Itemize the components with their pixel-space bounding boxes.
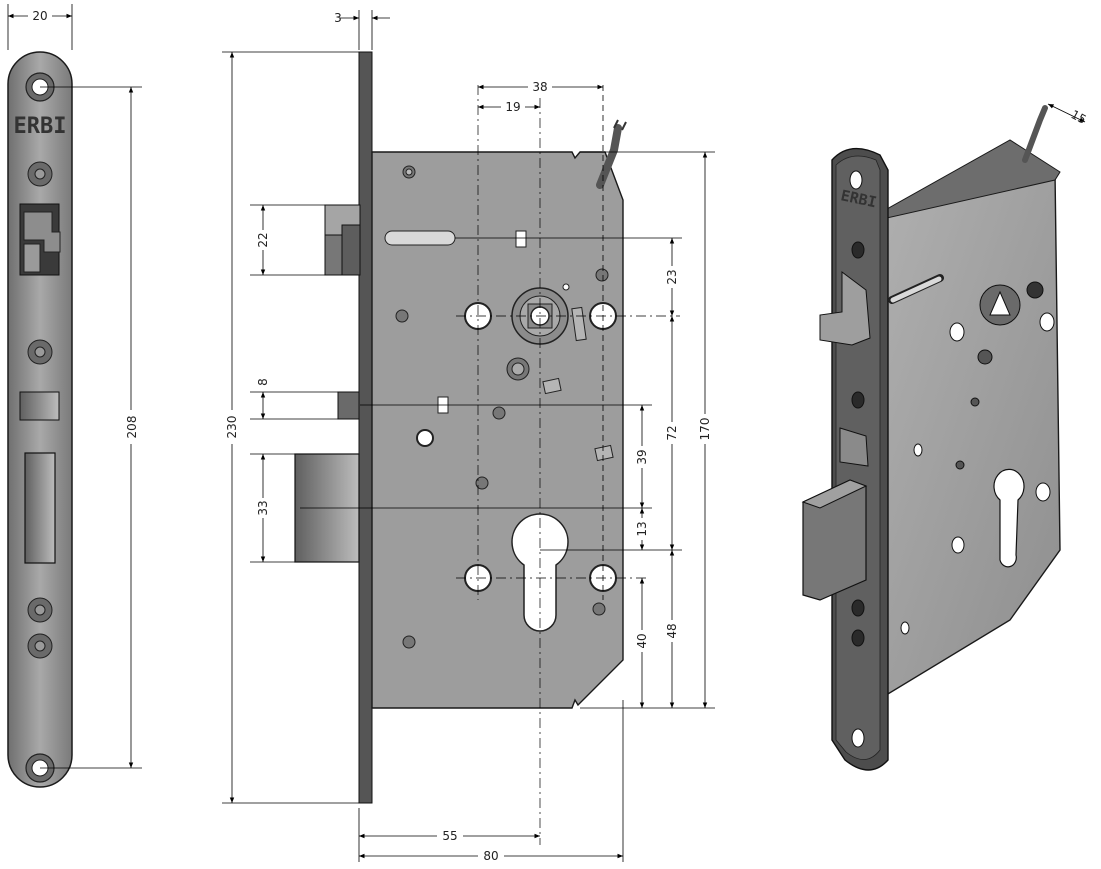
dim-39: 39 (635, 449, 649, 464)
dim-front-width: 20 (32, 9, 47, 23)
iso-latch (819, 271, 871, 346)
aux-latch-window (19, 391, 60, 421)
cable (596, 124, 622, 189)
dim-72: 72 (665, 425, 679, 440)
dim-hole-spacing: 38 (532, 80, 547, 94)
dim-48: 48 (665, 623, 679, 638)
side-faceplate (358, 51, 373, 804)
aux-latch (337, 391, 360, 420)
front-view: ERBI 20 208 (7, 4, 142, 788)
dim-40: 40 (635, 633, 649, 648)
dim-total-height: 230 (225, 416, 239, 439)
dim-13: 13 (635, 521, 649, 536)
dim-170: 170 (698, 418, 712, 441)
dim-case-depth: 80 (483, 849, 498, 863)
dim-latch-height: 22 (256, 232, 270, 247)
iso-cylinder-cutout (993, 468, 1025, 568)
dim-bolt-height: 33 (256, 500, 270, 515)
dim-cable: 15 (1069, 107, 1089, 127)
side-view: 3 230 22 8 33 38 19 23 (222, 10, 715, 863)
lock-case (371, 151, 624, 709)
iso-aux-latch (839, 427, 869, 467)
dim-spindle-offset: 19 (505, 100, 520, 114)
dim-screw-spacing: 208 (125, 416, 139, 439)
iso-case (877, 171, 1061, 702)
dim-backset: 55 (442, 829, 457, 843)
brand-logo: ERBI (14, 114, 67, 139)
bolt-window (24, 452, 56, 564)
slot (384, 230, 456, 246)
iso-view: 15 ERBI (801, 103, 1089, 771)
dim-23: 23 (665, 269, 679, 284)
hole-icon (416, 429, 434, 447)
dim-aux-latch-height: 8 (256, 378, 270, 386)
dim-faceplate-thickness: 3 (334, 11, 342, 25)
